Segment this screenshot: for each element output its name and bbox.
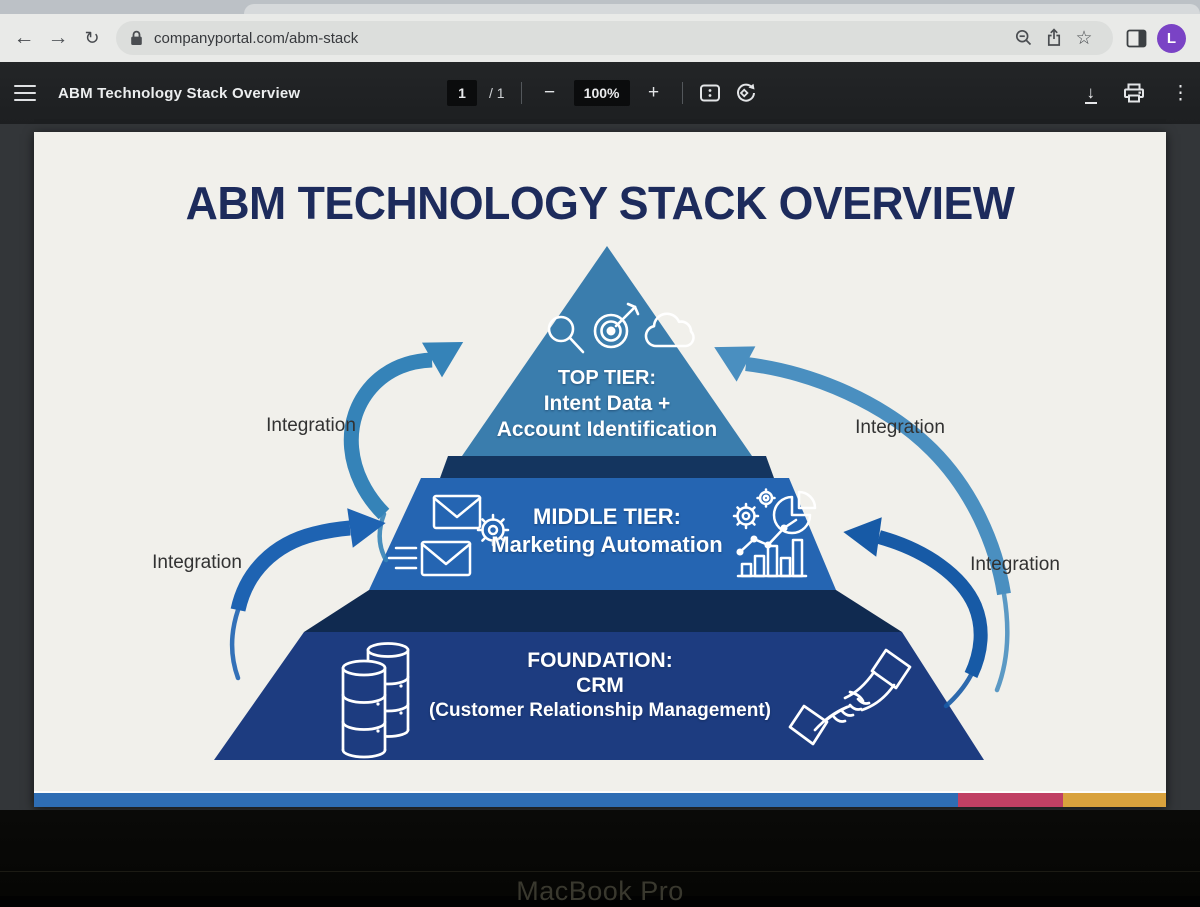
pdf-viewport: ABM TECHNOLOGY STACK OVERVIEW xyxy=(0,124,1200,810)
pdf-document-title: ABM Technology Stack Overview xyxy=(58,84,301,102)
arrow-left-lower xyxy=(229,508,386,681)
arrow-right-upper xyxy=(714,346,1011,693)
integration-label-left-lower: Integration xyxy=(152,552,242,573)
page-total: / 1 xyxy=(489,85,505,101)
share-icon[interactable] xyxy=(1039,23,1069,53)
email-send-icon xyxy=(387,540,472,577)
zoom-out-page-icon[interactable] xyxy=(1009,23,1039,53)
zoom-out-button[interactable]: − xyxy=(544,82,556,103)
laptop-screen: ← → ↻ companyportal.com/abm-stack xyxy=(0,0,1200,810)
footer-bar-pink xyxy=(958,793,1063,807)
bezel-hinge-line xyxy=(0,871,1200,872)
fit-page-icon[interactable] xyxy=(699,83,723,103)
menu-icon[interactable] xyxy=(14,80,36,106)
download-icon[interactable]: ↓ xyxy=(1084,82,1097,104)
lock-icon[interactable] xyxy=(130,30,143,46)
pyramid-top-tier xyxy=(462,246,752,456)
pie-chart-icon xyxy=(772,490,817,535)
profile-avatar[interactable]: L xyxy=(1157,23,1186,53)
tab-strip xyxy=(0,0,1200,14)
integration-label-right-upper: Integration xyxy=(855,417,945,438)
forward-button[interactable]: → xyxy=(47,26,69,49)
browser-toolbar: ← → ↻ companyportal.com/abm-stack xyxy=(0,14,1200,62)
toolbar-divider xyxy=(520,82,522,104)
bookmark-star-icon[interactable]: ☆ xyxy=(1075,27,1093,49)
tier-shadow-band xyxy=(304,590,902,632)
email-gear-icon xyxy=(432,494,510,547)
foundation-tier-label: FOUNDATION: CRM (Customer Relationship M… xyxy=(428,649,772,721)
arrow-right-lower xyxy=(843,517,988,709)
target-icon xyxy=(593,302,640,349)
more-options-icon[interactable]: ⋮ xyxy=(1171,82,1190,104)
address-bar[interactable]: companyportal.com/abm-stack ☆ xyxy=(116,21,1113,55)
url-text: companyportal.com/abm-stack xyxy=(154,29,359,47)
middle-tier-label: MIDDLE TIER: Marketing Automation xyxy=(491,504,723,557)
zoom-in-button[interactable]: + xyxy=(648,82,660,103)
active-tab[interactable] xyxy=(244,4,1200,14)
top-tier-label: TOP TIER: Intent Data + Account Identifi… xyxy=(496,367,718,441)
integration-label-left-upper: Integration xyxy=(266,415,356,436)
page-number-input[interactable]: 1 xyxy=(447,80,477,106)
pyramid-middle-tier xyxy=(369,478,836,590)
pdf-page: ABM TECHNOLOGY STACK OVERVIEW xyxy=(34,132,1166,807)
cloud-icon xyxy=(644,312,695,348)
search-icon xyxy=(547,315,585,354)
gears-icon xyxy=(732,488,776,530)
arrow-left-upper xyxy=(343,342,464,563)
slide-title: ABM TECHNOLOGY STACK OVERVIEW xyxy=(185,177,1015,229)
tier-shadow-band xyxy=(440,456,774,478)
abm-pyramid-diagram xyxy=(214,246,1011,760)
back-button[interactable]: ← xyxy=(13,26,35,49)
zoom-level: 100% xyxy=(573,80,630,106)
footer-bar-gold xyxy=(1063,793,1166,807)
database-icon xyxy=(341,642,410,759)
pdf-toolbar: ABM Technology Stack Overview 1 / 1 − 10… xyxy=(0,62,1200,124)
device-label: MacBook Pro xyxy=(516,876,684,906)
footer-bar-blue xyxy=(34,793,958,807)
toolbar-divider xyxy=(681,82,683,104)
laptop-bezel: MacBook Pro xyxy=(0,810,1200,906)
analytics-chart-icon xyxy=(736,518,808,578)
rotate-icon[interactable] xyxy=(735,82,759,104)
reload-button[interactable]: ↻ xyxy=(84,27,100,48)
side-panel-icon[interactable] xyxy=(1121,23,1151,53)
print-icon[interactable] xyxy=(1123,83,1145,103)
handshake-icon xyxy=(788,648,912,746)
page-edge-highlight xyxy=(34,791,1166,793)
integration-label-right-lower: Integration xyxy=(970,554,1060,575)
